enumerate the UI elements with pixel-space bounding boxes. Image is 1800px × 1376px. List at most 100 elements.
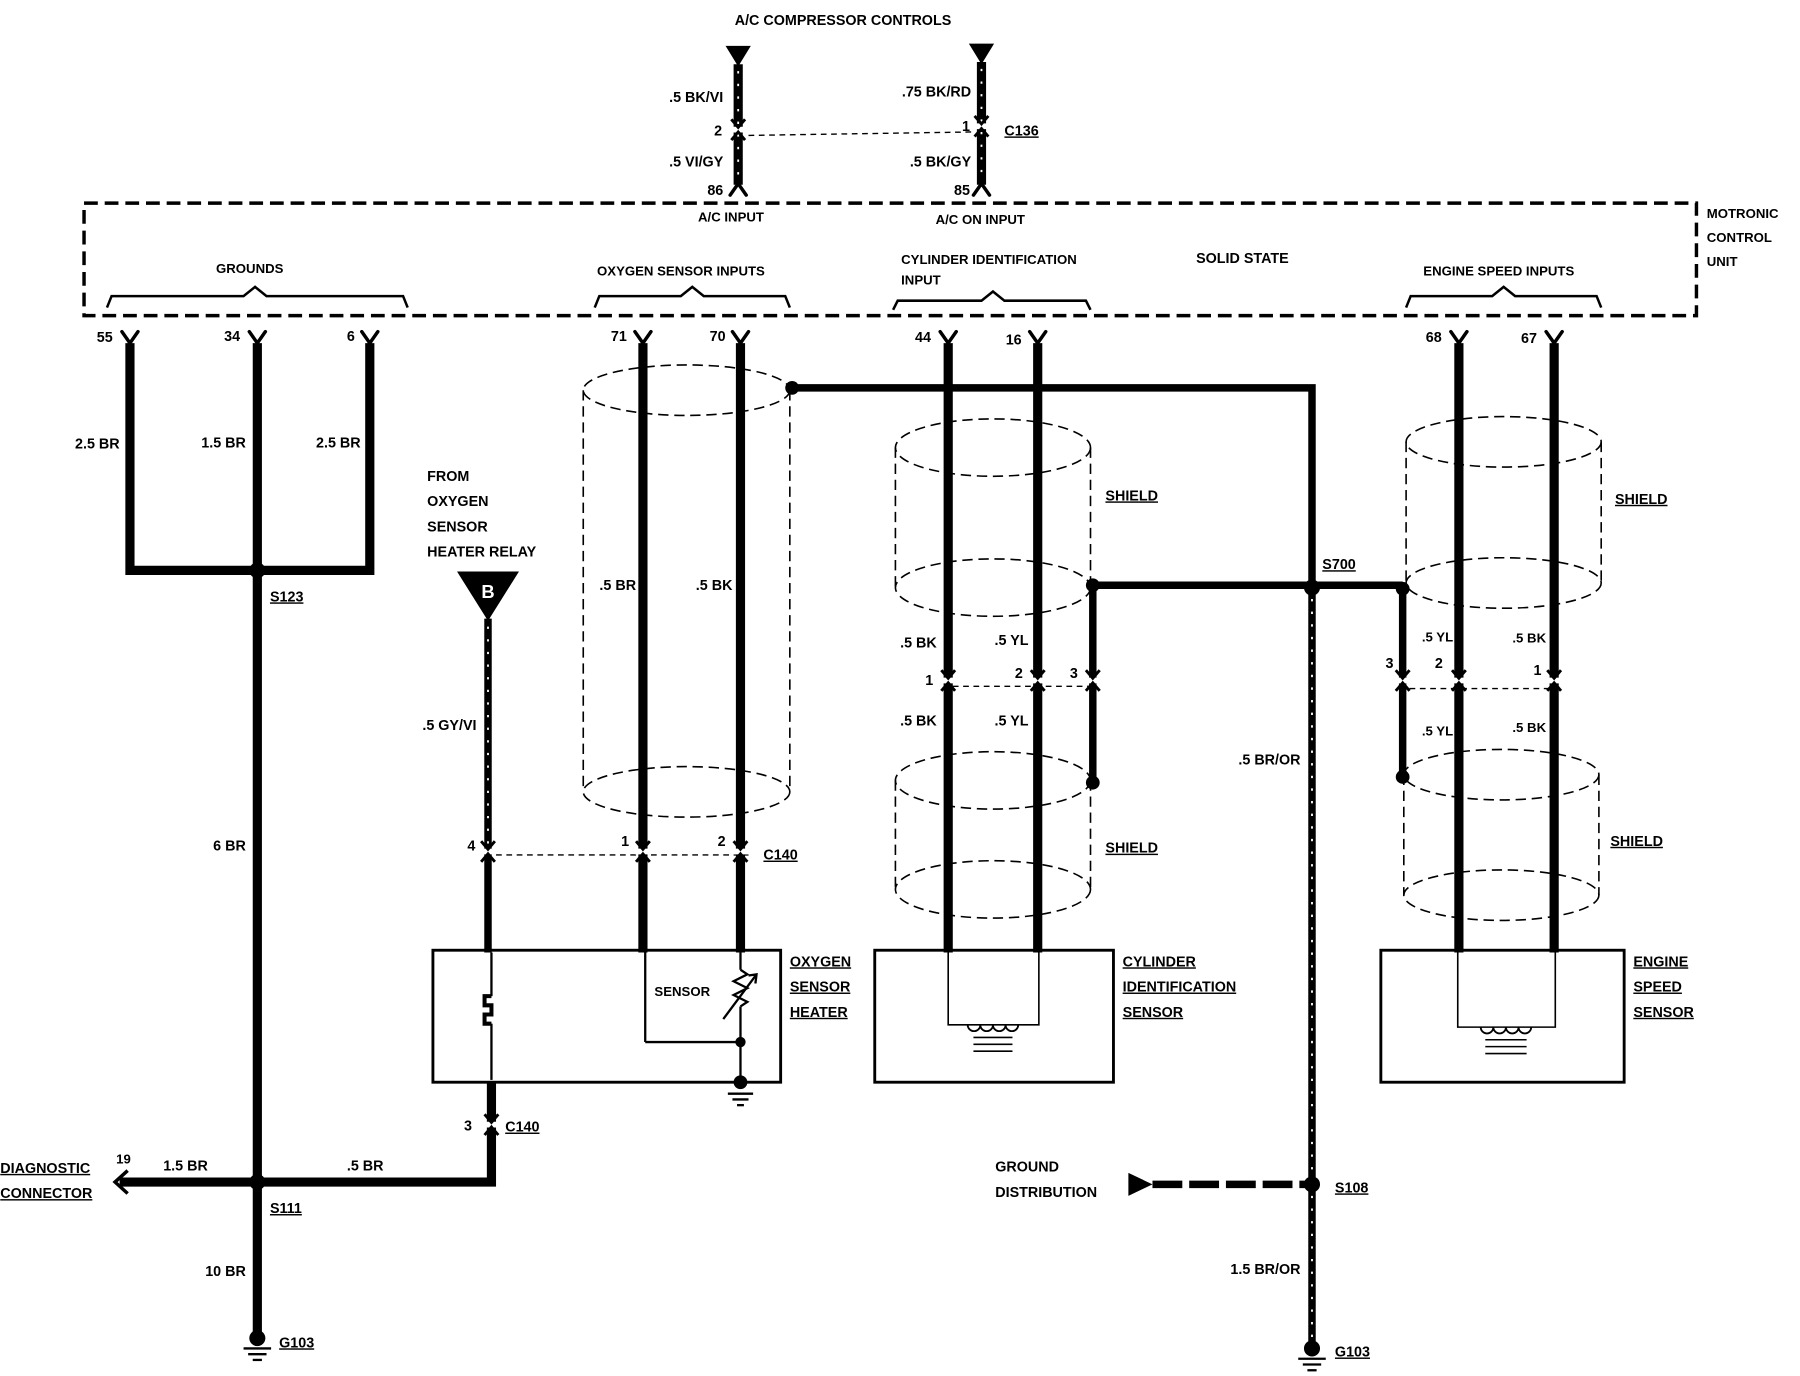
engine-speed-sensor-winding-frame [1456, 952, 1557, 1028]
oxygen-inputs-group-label: OXYGEN SENSOR INPUTS [597, 263, 765, 278]
oxygen-shield-bottom [582, 765, 791, 818]
relay-feed-triangle-icon [457, 571, 519, 621]
cyl-shield-lower-bottom [894, 859, 1092, 919]
speed-shield-upper-top [1405, 415, 1603, 468]
ac-on-input-arrow-icon [968, 43, 995, 65]
ac-input-label: A/C INPUT [698, 209, 764, 224]
splice-s108-label: S108 [1335, 1180, 1368, 1196]
cyl-shield-upper-top [894, 418, 1092, 478]
pin-68-fork [1449, 329, 1469, 345]
ac-input-upper-wire-label: .5 BK/VI [669, 90, 723, 106]
heater-ground-wire-label: .5 BR [347, 1159, 384, 1175]
speed-pin-2-label: 2 [1435, 656, 1443, 672]
ground-wires-55-and-6 [125, 343, 375, 575]
oxygen-sensor-heater-label-line-2: SENSOR [790, 980, 851, 996]
control-unit-name-line-1: MOTRONIC [1707, 206, 1779, 221]
engine-speed-circuit: 3 2 1 .5 YL .5 BK .5 YL .5 BK SHIELD SHI… [1379, 343, 1694, 1084]
ground-g103-left-label: G103 [279, 1335, 314, 1351]
ground-g103-left-icon [242, 1328, 273, 1362]
engine-speed-inputs-group-label: ENGINE SPEED INPUTS [1423, 263, 1574, 278]
cylinder-identification-circuit: 1 2 3 .5 BK .5 YL .5 BK .5 YL SHIELD SHI… [873, 343, 1403, 1084]
splice-s123-dot [249, 562, 266, 579]
ground-distribution-to-ground-label: 1.5 BR/OR [1230, 1262, 1301, 1278]
speed-shield-upper-label: SHIELD [1615, 492, 1668, 508]
splice-s111-label: S111 [270, 1201, 302, 1217]
diagnostic-connector-label-line-1: DIAGNOSTIC [0, 1161, 90, 1177]
pin-34-label: 34 [224, 329, 240, 345]
ground-distribution-arrow-icon [1128, 1172, 1153, 1196]
ac-on-input-lower-wire-label: .5 BK/GY [910, 154, 972, 170]
cyl-shield-lower-label: SHIELD [1105, 841, 1158, 857]
engine-speed-sensor-coil-icon [1479, 1026, 1533, 1035]
grounds-group-label: GROUNDS [216, 261, 284, 276]
cyl-pin-3-label: 3 [1070, 666, 1078, 682]
pin-6-label: 6 [347, 329, 355, 345]
c140-pin-4-label: 4 [467, 838, 475, 854]
cylinder-input-group-label-line-1: CYLINDER IDENTIFICATION [901, 252, 1077, 267]
relay-feed-symbol-label: B [481, 581, 494, 602]
solid-state-label: SOLID STATE [1196, 251, 1289, 267]
oxygen-shield-top [582, 364, 791, 417]
ac-on-input-label: A/C ON INPUT [936, 212, 1025, 227]
splice-s700-dot [1303, 579, 1321, 596]
pin-70-fork [730, 329, 751, 345]
speed-lower-wire-bk-label: .5 BK [1512, 720, 1546, 735]
wire-6-label: 2.5 BR [316, 436, 361, 452]
engine-speed-sensor-label-line-3: SENSOR [1633, 1005, 1694, 1021]
diagnostic-and-heater-ground-wire [119, 1082, 497, 1187]
sensor-ground-dot [733, 1075, 748, 1090]
pin-44-fork [938, 329, 958, 345]
wire-34-label: 1.5 BR [201, 436, 246, 452]
ac-compressor-controls: .5 BK/VI 2 .5 VI/GY 86 A/C INPUT .75 BK/… [669, 43, 1039, 227]
ground-g103-right-icon [1297, 1339, 1327, 1372]
splice-s108-dot [1303, 1176, 1321, 1193]
pin-67-fork [1544, 329, 1564, 345]
speed-lower-wire-yl-label: .5 YL [1422, 724, 1453, 739]
cylinder-sensor-winding-frame [947, 952, 1040, 1026]
oxygen-sensor-circuit: .5 BR .5 BK 4 1 2 C140 SENSOR 3 C [431, 343, 1316, 1136]
sensor-junction-dot [735, 1036, 746, 1048]
c140-connector-label: C140 [763, 848, 797, 864]
oxygen-wire-br-label: .5 BR [599, 578, 636, 594]
cyl-upper-wire-bk-label: .5 BK [900, 635, 937, 651]
cyl-pin-1-label: 1 [925, 673, 933, 689]
cyl-lower-wire-bk-label: .5 BK [900, 713, 937, 729]
oxygen-sensor-heater-label-line-3: HEATER [790, 1005, 848, 1021]
diagnostic-pin-label: 19 [116, 1152, 131, 1167]
cylinder-sensor-label-line-1: CYLINDER [1123, 954, 1197, 970]
splice-s123-label: S123 [270, 589, 303, 605]
speed-shield-upper-bottom [1405, 556, 1603, 610]
speed-shield-drain-top-dot [1395, 581, 1410, 596]
pin-55-fork [120, 329, 140, 345]
speed-pin-1-label: 1 [1534, 663, 1542, 679]
heater-feed-wire-label: .5 GY/VI [422, 718, 476, 734]
ac-input-pin-label: 2 [714, 123, 722, 139]
control-unit-name-line-2: CONTROL [1707, 230, 1772, 245]
motronic-control-unit: MOTRONIC CONTROL UNIT GROUNDS OXYGEN SEN… [82, 201, 1779, 348]
engine-speed-inputs-brace [1404, 285, 1603, 309]
sensor-variable-arrow-icon [722, 972, 758, 1020]
control-unit-outline [82, 201, 1699, 318]
ac-input-arrow-icon [725, 45, 751, 67]
ac-on-input-terminal-label: 85 [954, 183, 970, 199]
pin-6-fork [360, 329, 380, 345]
shield-ground-wire-label: .5 BR/OR [1238, 752, 1301, 768]
speed-shield-lower-label: SHIELD [1610, 834, 1663, 850]
oxygen-wire-bk-label: .5 BK [696, 578, 733, 594]
oxygen-shield-drain-dot [785, 381, 800, 395]
cyl-shield-lower-top [894, 750, 1092, 810]
cyl-pin-2-label: 2 [1015, 666, 1023, 682]
c140-ground-connector-label: C140 [505, 1120, 539, 1136]
pin-55-label: 55 [97, 330, 113, 346]
pin-44-label: 44 [915, 330, 931, 346]
pin-34-fork [247, 329, 268, 345]
cyl-shield-drain-top-dot [1085, 578, 1100, 593]
cyl-lower-wire-yl-label: .5 YL [995, 713, 1029, 729]
relay-feed-label-line-3: SENSOR [427, 519, 488, 535]
cylinder-input-group-label-line-2: INPUT [901, 273, 941, 288]
cylinder-sensor-label-line-3: SENSOR [1123, 1005, 1184, 1021]
speed-shield-lower-bottom [1403, 869, 1600, 922]
cyl-shield-upper-bottom [894, 558, 1092, 618]
cylinder-sensor-label-line-2: IDENTIFICATION [1123, 980, 1237, 996]
